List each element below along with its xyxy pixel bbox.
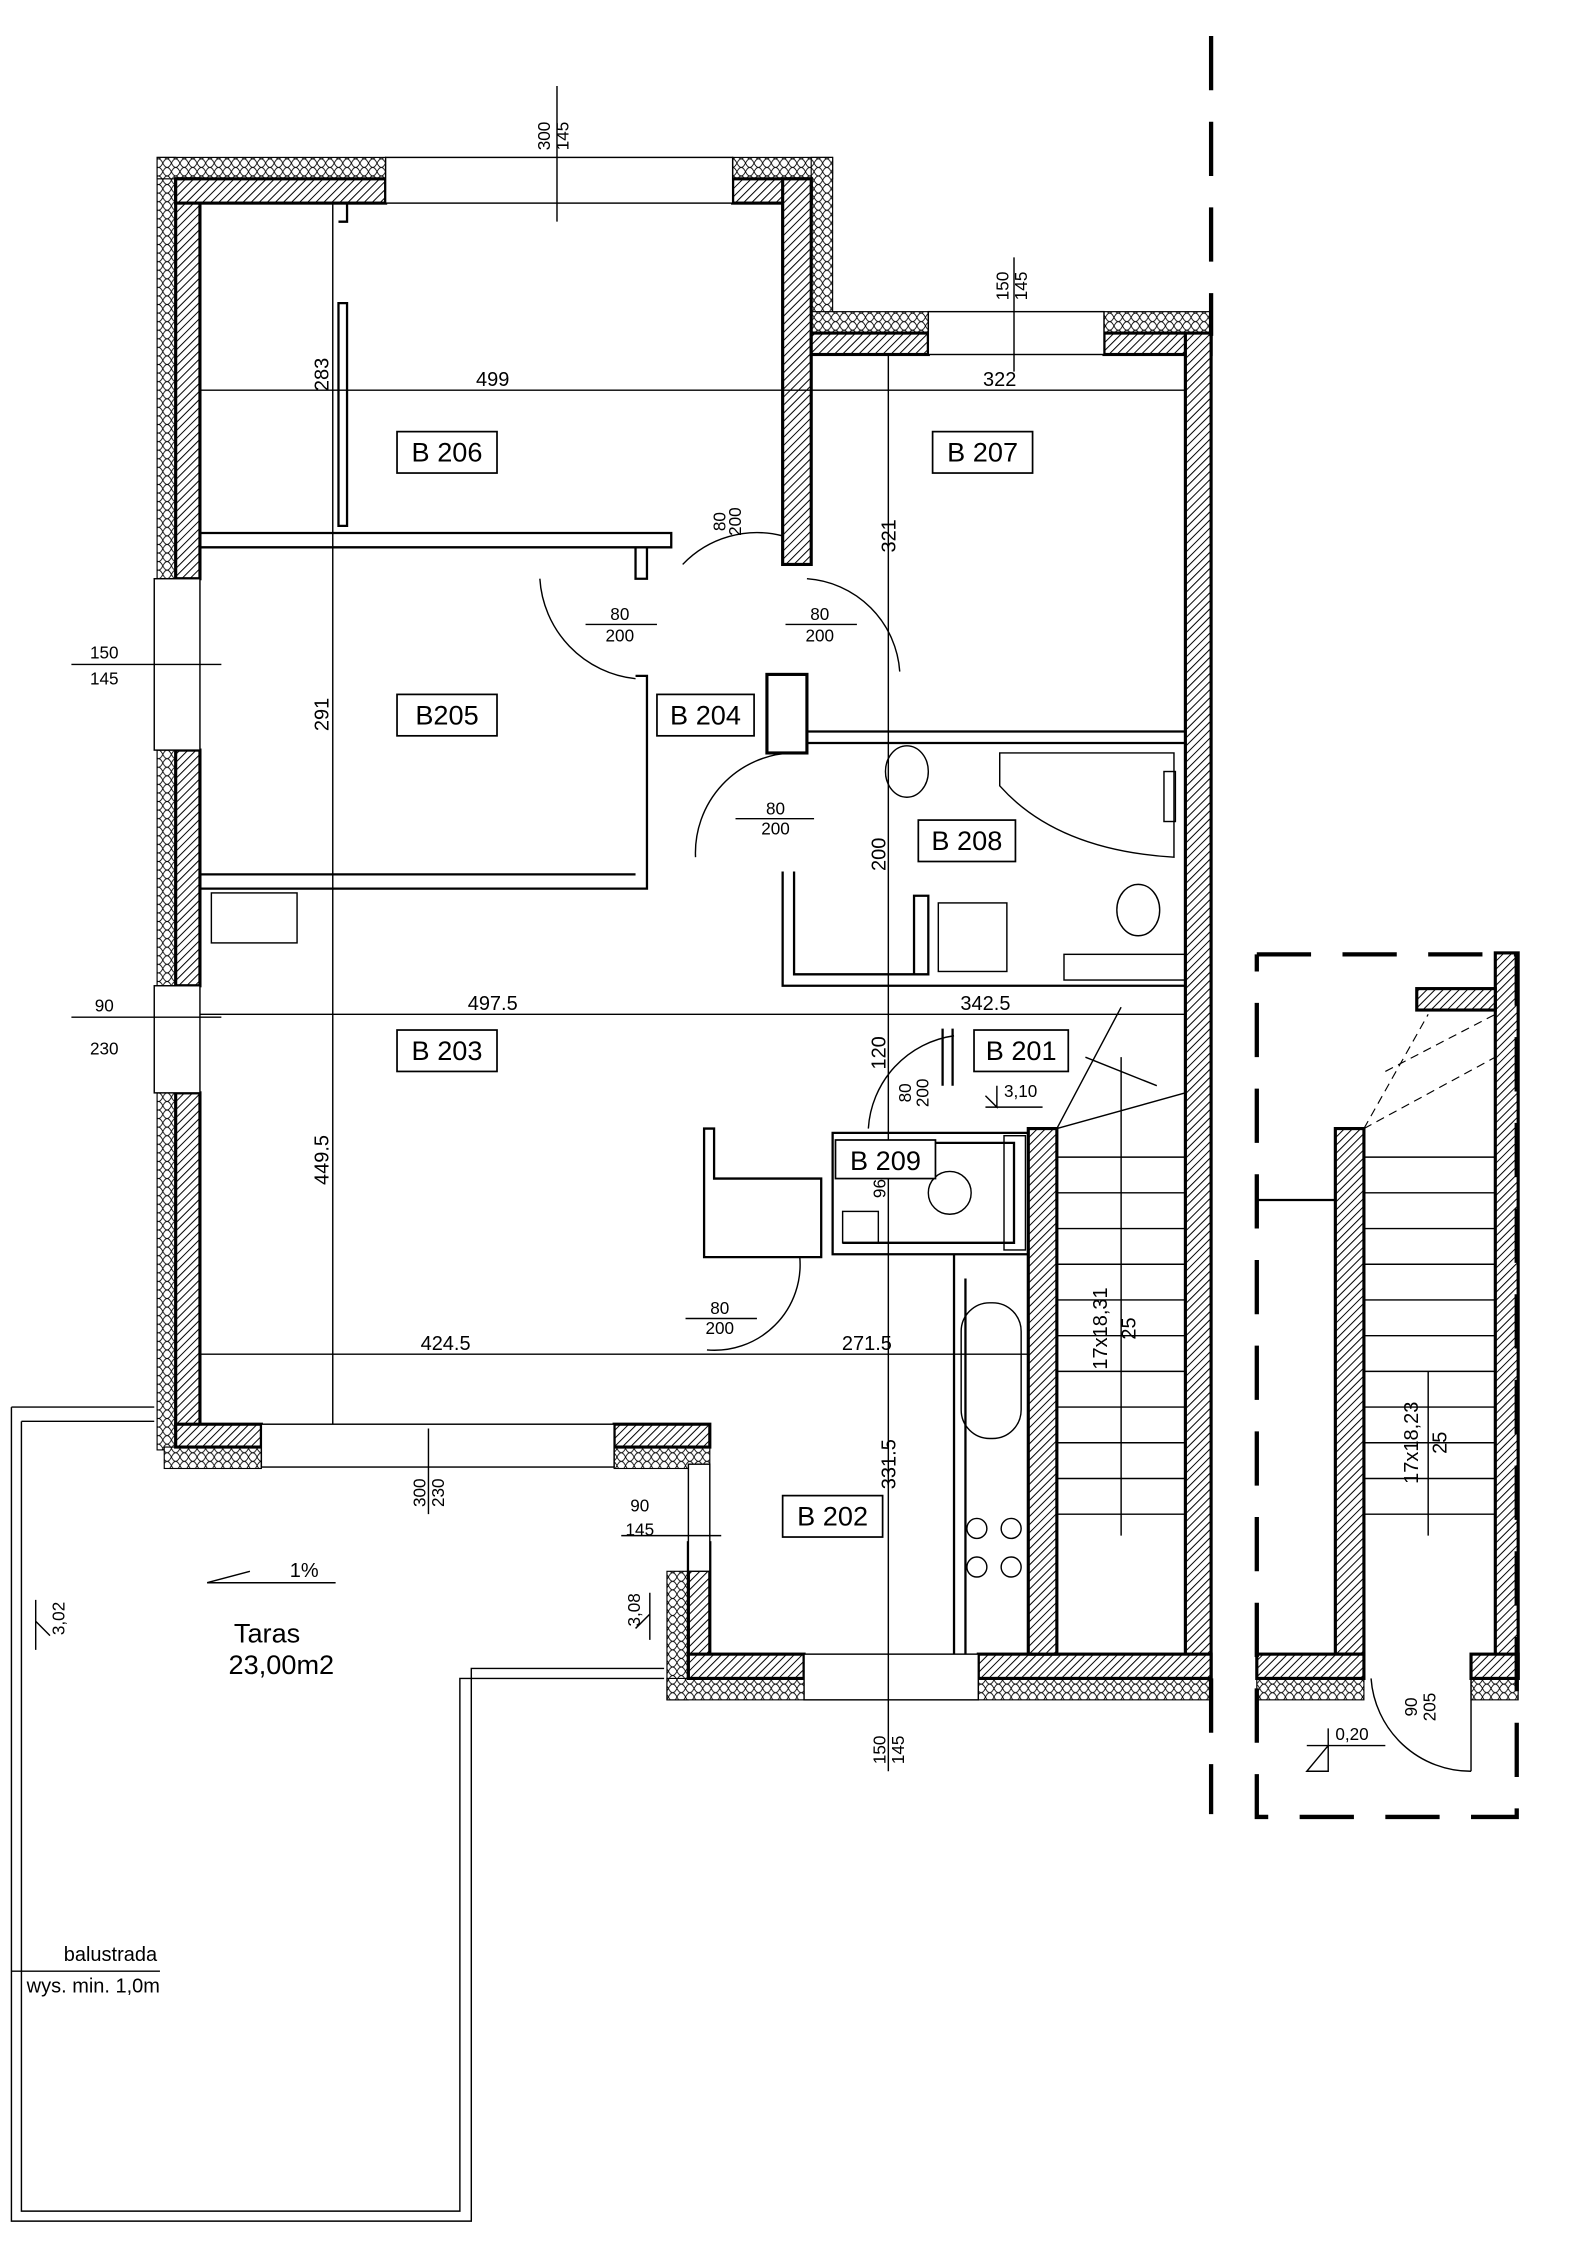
window-bottom-202-width: 150 [869,1736,889,1765]
window-left-205-width: 150 [90,643,119,663]
window-bottom-202-height: 145 [888,1736,908,1765]
annex-door-width: 90 [1401,1697,1421,1716]
door-206-height: 200 [725,507,745,536]
partitions [199,201,1186,1655]
room-b203: B 203 [412,1035,483,1066]
level-3-08: 3,08 [624,1593,644,1626]
window-side-202-height: 145 [626,1520,655,1540]
railing-height: wys. min. 1,0m [26,1976,160,1998]
dimension-lines [71,85,1186,1772]
staircase-main [1056,1006,1186,1536]
dim-499: 499 [476,369,509,391]
window-bottom-203-width: 300 [410,1478,430,1507]
level-3-02: 3,02 [48,1602,68,1635]
level-marks: 3,10 3,02 3,08 0,20 [34,1081,1386,1772]
windows [153,156,1105,1701]
door-209-height: 200 [912,1079,932,1108]
dim-424-5: 424.5 [421,1333,471,1355]
room-b202: B 202 [797,1501,868,1532]
stairs-main-steps: 17x18,31 [1090,1287,1112,1369]
door-205-height: 200 [606,626,635,646]
door-207-height: 200 [805,626,834,646]
level-3-10: 3,10 [1004,1081,1037,1101]
terrace-labels: 1% Taras 23,00m2 balustrada wys. min. 1,… [11,1560,336,1998]
insulation [156,156,1519,1701]
stairs-main-width: 25 [1118,1317,1140,1339]
window-left-203-height: 230 [90,1038,119,1058]
room-b207: B 207 [947,437,1018,468]
room-b205: B205 [415,699,478,730]
door-labels: 80 200 80 200 80 200 80 200 80 200 80 20… [585,507,932,1338]
window-bottom-203-height: 230 [428,1478,448,1507]
dim-200: 200 [868,838,890,871]
window-top-207-height: 145 [1011,272,1031,301]
window-left-203-width: 90 [95,995,114,1015]
stair-labels: 17x18,31 25 17x18,23 25 [1090,1287,1452,1483]
door-202-width: 80 [710,1298,729,1318]
annex-door-height: 205 [1419,1693,1439,1722]
dim-96: 96 [869,1179,889,1198]
door-209-width: 80 [895,1083,915,1102]
door-207-width: 80 [810,604,829,624]
room-b208: B 208 [931,825,1002,856]
door-206-width: 80 [710,512,730,531]
stairs-annex-width: 25 [1430,1432,1452,1454]
dim-271-5: 271.5 [842,1333,892,1355]
walls [174,177,1520,1680]
bathroom-fixtures [210,745,1187,1578]
dim-321: 321 [878,519,900,552]
window-labels: 300 145 150 145 150 145 90 230 300 230 9… [90,122,1439,1764]
stairs-annex-steps: 17x18,23 [1401,1402,1423,1484]
terrace-name: Taras [234,1618,300,1649]
window-top-207-width: 150 [992,272,1012,301]
dim-497-5: 497.5 [468,993,518,1015]
boundary-lines [1208,36,1519,1820]
terrace-area: 23,00m2 [229,1649,335,1680]
room-b201: B 201 [986,1035,1057,1066]
dim-120: 120 [868,1036,890,1069]
terrace-slope: 1% [290,1560,319,1582]
dim-342-5: 342.5 [960,993,1010,1015]
dim-331-5: 331.5 [878,1439,900,1489]
door-205-width: 80 [610,604,629,624]
room-labels: B 206 B 207 B205 B 204 B 208 B 203 B 201… [396,430,1070,1538]
dim-449-5: 449.5 [311,1135,333,1185]
window-left-205-height: 145 [90,668,119,688]
dim-283: 283 [311,358,333,391]
door-208-height: 200 [761,818,790,838]
door-swings [539,428,1472,1772]
level-0-20: 0,20 [1335,1724,1368,1744]
dim-322: 322 [983,369,1016,391]
room-b206: B 206 [412,437,483,468]
room-b209: B 209 [850,1145,921,1176]
terrace-railing [10,1406,665,2222]
door-202-height: 200 [706,1318,735,1338]
dimension-labels: 499 322 497.5 342.5 424.5 271.5 283 321 … [311,358,1016,1489]
room-b204: B 204 [670,699,741,730]
dim-291: 291 [311,698,333,731]
window-side-202-width: 90 [630,1495,649,1515]
window-top-206-height: 145 [552,122,572,151]
door-208-width: 80 [766,798,785,818]
window-top-206-width: 300 [534,122,554,151]
staircase-annex [1256,1013,1496,1536]
railing-label: balustrada [64,1944,158,1966]
